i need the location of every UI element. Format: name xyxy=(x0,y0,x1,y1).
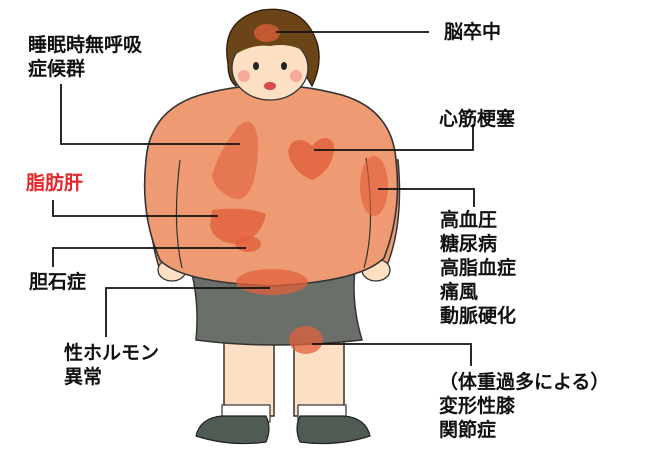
leader-line-lifestyle xyxy=(378,188,475,207)
liver-spot xyxy=(210,208,266,244)
left-arm-seam xyxy=(175,159,183,269)
label-line: 高脂血症 xyxy=(440,257,517,279)
label-line: 胆石症 xyxy=(29,271,87,293)
label-heart-infarction: 心筋梗塞 xyxy=(439,107,515,131)
knee-spot xyxy=(289,326,323,354)
label-stroke: 脳卒中 xyxy=(444,20,501,44)
label-knee-osteoarthritis: （体重過多による） 変形性膝 関節症 xyxy=(439,370,609,442)
leader-line-knee xyxy=(312,343,472,366)
heart-spot xyxy=(288,138,335,180)
label-line: 異常 xyxy=(64,366,103,388)
leader-line-gallstone xyxy=(52,247,246,267)
label-line: 糖尿病 xyxy=(440,233,498,255)
pelvis-spot xyxy=(236,269,308,295)
gallbladder-spot xyxy=(235,236,261,252)
lung-spot xyxy=(212,121,258,200)
label-line: 変形性膝 xyxy=(439,395,516,417)
label-line: 高血圧 xyxy=(440,209,498,231)
left-cheek xyxy=(238,70,250,82)
brain-spot xyxy=(254,24,280,42)
leader-line-sleep-apnea xyxy=(60,84,240,145)
right-shoe xyxy=(296,415,371,445)
label-line: 脳卒中 xyxy=(444,21,502,43)
label-sleep-apnea: 睡眠時無呼吸 症候群 xyxy=(28,33,142,81)
leader-line-fatty-liver xyxy=(52,200,218,217)
label-line: （体重過多による） xyxy=(439,371,610,393)
mouth xyxy=(264,82,276,90)
label-line: 脂肪肝 xyxy=(26,172,84,194)
label-line: 心筋梗塞 xyxy=(439,108,516,130)
left-shoe xyxy=(195,415,270,445)
label-sex-hormone: 性ホルモン 異常 xyxy=(64,341,159,389)
label-gallstone: 胆石症 xyxy=(29,270,86,294)
label-lifestyle-diseases: 高血圧 糖尿病 高脂血症 痛風 動脈硬化 xyxy=(440,208,516,328)
label-line: 性ホルモン xyxy=(64,342,160,364)
right-eye xyxy=(281,62,287,70)
right-cheek xyxy=(290,70,302,82)
left-eye xyxy=(253,62,259,70)
artery-spot xyxy=(360,156,388,216)
label-line: 痛風 xyxy=(440,281,479,303)
label-fatty-liver: 脂肪肝 xyxy=(26,171,83,195)
leader-line-sex-hormone xyxy=(105,287,270,337)
label-line: 関節症 xyxy=(439,419,497,441)
label-line: 症候群 xyxy=(28,58,86,80)
label-line: 睡眠時無呼吸 xyxy=(28,34,143,56)
leader-line-heart-infarction xyxy=(314,124,474,151)
torso xyxy=(143,84,399,287)
label-line: 動脈硬化 xyxy=(440,305,517,327)
bangs xyxy=(236,29,308,54)
